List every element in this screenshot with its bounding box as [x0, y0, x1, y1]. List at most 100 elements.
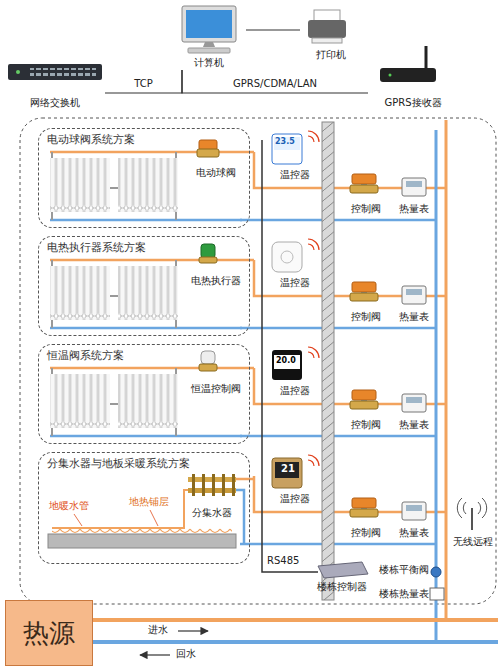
gprs-receiver: GPRS接收器	[368, 44, 458, 110]
region-title: 电热执行器系统方案	[47, 241, 146, 255]
node-label: 热量表	[399, 526, 429, 540]
display-reading: 20.0	[276, 356, 296, 366]
controller-icon	[318, 562, 368, 578]
illustration	[50, 260, 254, 328]
flow-label: 回水	[175, 648, 197, 660]
scheme-region: 分集水器与地板采暖系统方案分集水器	[38, 452, 250, 564]
thermostat-icon	[274, 355, 300, 369]
node-label: 温控器	[280, 384, 310, 398]
region-title: 分集水器与地板采暖系统方案	[47, 457, 190, 471]
flow-arrow	[178, 630, 208, 631]
thermostatic-valve-icon	[201, 351, 215, 364]
node-label: 恒温控制阀	[191, 382, 241, 396]
region-title: 电动球阀系统方案	[47, 133, 135, 147]
pipe-shaft	[322, 122, 334, 600]
thermostat-icon	[272, 134, 302, 164]
ball-valve-icon	[197, 149, 219, 157]
return-main	[93, 640, 498, 644]
network-link	[182, 70, 368, 93]
floor-heating	[236, 478, 254, 481]
supply-main	[93, 618, 498, 622]
scheme-region: 电热执行器系统方案电热执行器	[38, 236, 250, 336]
node-label: 控制阀	[351, 526, 381, 540]
rs485-bus	[262, 140, 318, 572]
router-icon	[389, 74, 392, 77]
network-link	[246, 29, 300, 30]
node-label: 分集水器	[192, 506, 232, 520]
control-valve: 控制阀	[340, 282, 392, 324]
node-label: 计算机	[194, 56, 224, 70]
valve-device: 电热执行器	[186, 244, 246, 288]
actuator-icon	[201, 244, 215, 258]
floor-heating	[74, 510, 158, 526]
control-valve: 控制阀	[340, 174, 392, 216]
illustration	[240, 239, 446, 328]
node-label: 温控器	[280, 276, 310, 290]
illustration	[240, 455, 446, 544]
floor-heating	[222, 474, 225, 496]
antenna-icon	[457, 498, 486, 518]
antenna-icon	[457, 498, 486, 530]
bus-label: RS485	[266, 555, 300, 567]
illustration	[50, 368, 254, 436]
switch-device: 网络交换机	[5, 60, 105, 110]
node-label: 温控器	[280, 492, 310, 506]
illustration	[240, 131, 446, 220]
node-label: 楼栋平衡阀	[379, 563, 429, 577]
valve-device: 电动球阀	[186, 136, 246, 180]
layer-label: 地热铺层	[128, 496, 170, 508]
computer-icon	[188, 48, 230, 53]
switch-icon	[8, 64, 102, 80]
computer-icon	[203, 42, 215, 47]
illustration	[50, 152, 254, 220]
printer-device: 打印机	[300, 8, 362, 62]
building-heat-meter: 楼栋热量表	[376, 586, 432, 602]
computer-icon	[182, 6, 236, 53]
node-label: 热源	[23, 618, 75, 648]
region-title: 恒温阀系统方案	[47, 349, 124, 363]
thermostat: 温控器	[266, 454, 324, 506]
node-label: 楼栋控制器	[317, 580, 367, 594]
node-label: 温控器	[280, 168, 310, 182]
node-label: GPRS接收器	[384, 96, 441, 110]
system-boundary	[20, 118, 496, 604]
display-reading: 23.5	[275, 137, 295, 147]
building-meter-icon	[430, 588, 444, 600]
printer-icon	[312, 38, 342, 43]
supply-riser	[445, 120, 448, 620]
node-label: 控制阀	[351, 310, 381, 324]
flow-arrow	[140, 654, 170, 655]
floor-heating	[202, 474, 205, 496]
printer-icon	[308, 20, 346, 38]
thermostatic-valve-icon	[199, 351, 217, 371]
router-icon	[380, 68, 436, 82]
return-riser	[435, 130, 438, 642]
heat-meter: 热量表	[396, 390, 432, 432]
node-label: 热量表	[399, 418, 429, 432]
balance-valve: 楼栋平衡阀	[376, 562, 432, 578]
node-label: 控制阀	[351, 202, 381, 216]
building-controller: 楼栋控制器	[312, 562, 372, 594]
thermostat-icon	[272, 242, 302, 272]
actuator-icon	[199, 244, 217, 263]
heat-meter: 热量表	[396, 282, 432, 324]
switch-icon	[8, 64, 102, 80]
edge-label: GPRS/CDMA/LAN	[231, 78, 319, 90]
pipe-label: 地暖水管	[48, 500, 90, 512]
thermostat-icon	[272, 458, 302, 488]
node-label: 电热执行器	[191, 274, 241, 288]
control-valve: 控制阀	[340, 498, 392, 540]
scheme-region: 恒温阀系统方案恒温控制阀	[38, 344, 250, 444]
node-label: 电动球阀	[196, 166, 236, 180]
computer-icon	[186, 10, 232, 38]
actuator-icon	[199, 257, 217, 263]
network-link	[105, 70, 182, 93]
thermostat-icon	[275, 462, 299, 478]
node-label: 控制阀	[351, 418, 381, 432]
heat-meter: 热量表	[396, 174, 432, 216]
manifold-device: 分集水器	[178, 470, 246, 520]
floor-heating	[52, 490, 188, 528]
illustration	[240, 347, 446, 436]
floor-heating	[232, 474, 235, 496]
